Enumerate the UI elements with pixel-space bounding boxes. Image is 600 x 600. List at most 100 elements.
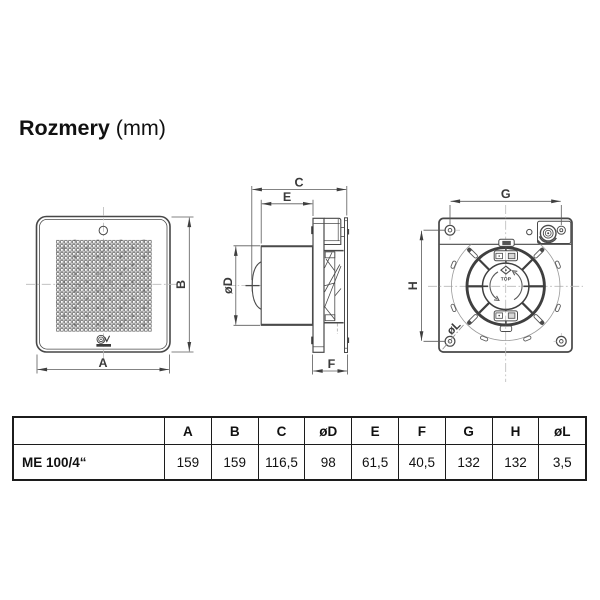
drawing-circle: [444, 224, 456, 236]
drawing-rect: [450, 260, 457, 269]
side-blade-edges: [324, 252, 342, 320]
drawing-rect: [347, 229, 350, 235]
dimensions-table-body: A B C øD E F G H øL ME 100/4“ 159 159 11…: [12, 416, 587, 481]
back-rotation-arrows: [489, 270, 523, 302]
side-view: C E øD F: [221, 176, 350, 375]
drawing-rect: [554, 260, 561, 269]
drawing-path: [513, 271, 523, 301]
drawing-rect: [450, 303, 457, 312]
drawing-line: [478, 259, 491, 271]
drawing-group: [466, 314, 478, 326]
cell-value-B: 159: [210, 444, 259, 481]
drawing-circle: [559, 228, 564, 233]
drawing-circle: [444, 335, 456, 347]
header-cell-model: [12, 416, 165, 445]
dim-label-C: C: [294, 176, 303, 190]
side-top-box: [324, 217, 342, 246]
dim-label-B: B: [174, 280, 188, 289]
screw-hole-bottom-left: [444, 335, 456, 347]
dim-label-G: G: [501, 187, 511, 201]
cable-hook-arc: [538, 236, 557, 244]
drawing-circle: [505, 269, 507, 271]
dimension-D: [233, 245, 260, 326]
table-data-row: ME 100/4“ 159 159 116,5 98 61,5 40,5 132…: [12, 444, 587, 481]
drawing-circle: [447, 339, 453, 344]
cell-value-D: 98: [304, 444, 353, 481]
drawing-group: [466, 247, 478, 259]
drawing-rect: [554, 303, 561, 312]
header-cell-G: G: [444, 416, 493, 445]
drawing-path: [489, 271, 499, 300]
cell-value-C: 116,5: [257, 444, 306, 481]
drawing-path: [493, 295, 500, 302]
dimension-F: [312, 354, 349, 375]
back-flange-tabs: [450, 260, 561, 342]
dimension-E: [260, 199, 314, 244]
front-view: A B: [26, 207, 194, 374]
drawing-rect: [507, 252, 516, 260]
drawing-rect: [495, 252, 503, 260]
drawing-group: [533, 314, 545, 326]
drawing-line: [521, 259, 533, 271]
back-diagonal-slots: [466, 247, 545, 326]
dim-label-E: E: [283, 190, 291, 204]
drawing-rect: [493, 310, 519, 322]
drawing-rect: [502, 240, 511, 246]
dim-label-A: A: [98, 356, 107, 370]
side-impeller: [323, 249, 344, 334]
table-header-row: A B C øD E F G H øL: [12, 416, 587, 445]
page-title: Rozmery (mm): [19, 116, 166, 141]
header-cell-E: E: [351, 416, 399, 445]
dim-leader-L: [441, 324, 464, 351]
back-screw-holes: [444, 221, 567, 347]
screw-hole-bottom-right: [553, 333, 567, 347]
drawing-rect: [539, 320, 545, 326]
cable-gland-large: [539, 224, 557, 242]
dimension-A: [36, 354, 170, 374]
cell-value-A: 159: [164, 444, 212, 481]
dim-label-F: F: [328, 357, 336, 371]
drawing-rect: [260, 245, 314, 326]
vortice-logo-icon: [96, 334, 111, 347]
drawing-circle: [547, 232, 550, 235]
drawing-rect: [507, 312, 516, 319]
cell-value-L: 3,5: [538, 444, 587, 481]
back-cable-box: [526, 220, 572, 245]
drawing-rect: [495, 312, 503, 319]
dimension-B: [171, 216, 194, 353]
drawing-circle: [559, 339, 564, 344]
back-aux-hole: [526, 228, 533, 236]
dimension-C: [251, 186, 348, 280]
cell-value-H: 132: [491, 444, 540, 481]
top-diamond-icon: [500, 265, 512, 275]
header-cell-D: øD: [304, 416, 353, 445]
drawing-rect: [493, 250, 519, 262]
drawing-circle: [447, 227, 453, 233]
dimensions-table: A B C øD E F G H øL ME 100/4“ 159 159 11…: [12, 416, 588, 481]
cell-value-G: 132: [444, 444, 493, 481]
cable-gland-small: [556, 225, 566, 235]
top-marking-label: TOP: [501, 276, 511, 282]
drawing-rect: [344, 217, 348, 353]
cell-value-F: 40,5: [397, 444, 446, 481]
drawing-rect: [311, 336, 314, 345]
drawing-rect: [312, 217, 325, 353]
dim-label-H: H: [406, 281, 420, 290]
page-title-text: Rozmery: [19, 116, 110, 140]
cell-model-name: ME 100/4“: [12, 444, 165, 481]
header-cell-L: øL: [538, 416, 587, 445]
cell-value-E: 61,5: [351, 444, 399, 481]
drawing-rect: [537, 220, 572, 245]
drawing-rect: [96, 344, 111, 347]
drawing-path: [537, 239, 542, 244]
drawing-rect: [311, 226, 314, 235]
drawing-path: [104, 335, 111, 343]
drawing-circle: [542, 227, 554, 239]
dim-label-D: øD: [221, 277, 235, 294]
drawing-circle: [498, 255, 501, 257]
back-view: TOP: [406, 187, 583, 382]
drawing-circle: [498, 314, 501, 317]
header-cell-H: H: [491, 416, 540, 445]
